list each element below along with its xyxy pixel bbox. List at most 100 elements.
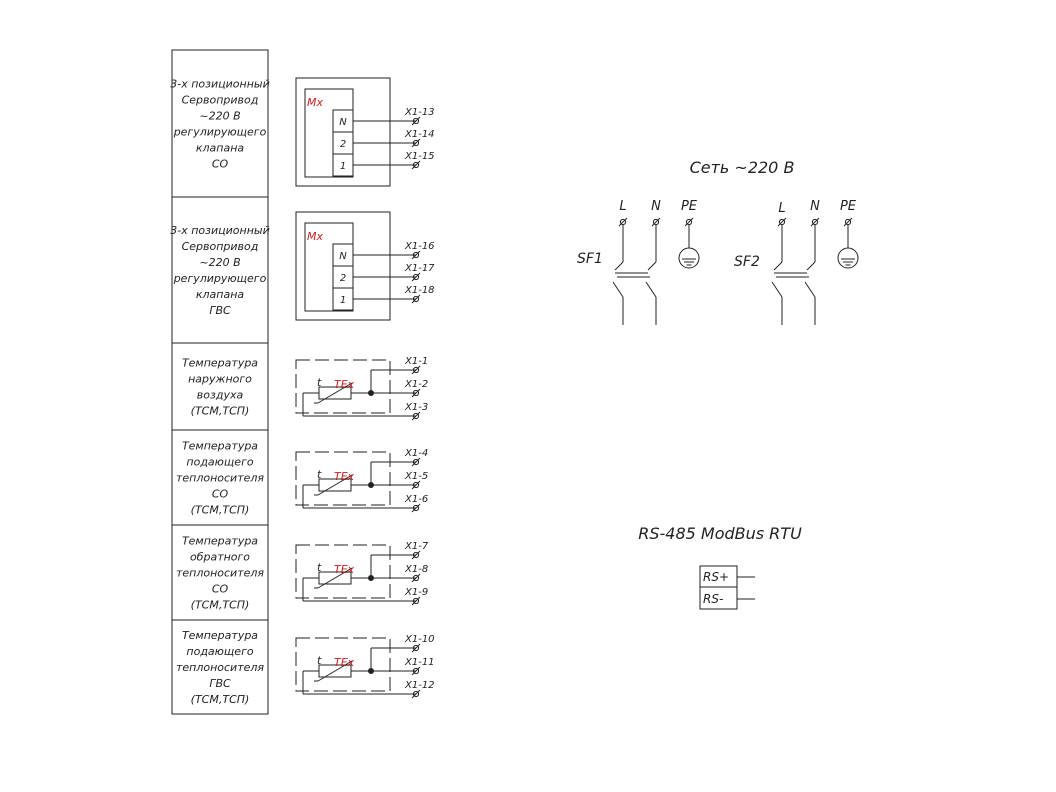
- breaker-name: SF1: [577, 251, 603, 267]
- terminal-label: X1-7: [404, 541, 429, 552]
- terminal-slash: [411, 503, 421, 513]
- terminal-circle: [412, 597, 420, 605]
- terminal-slash: [411, 388, 421, 398]
- earth-circle: [837, 247, 859, 269]
- legend-line: подающего: [186, 645, 253, 658]
- legend-line: регулирующего: [173, 126, 267, 139]
- actuator-outer-frame: [295, 77, 391, 187]
- phase-label: PE: [681, 199, 698, 214]
- terminal-label: X1-2: [404, 379, 428, 390]
- legend-line: СО: [212, 488, 229, 501]
- terminal-label: X1-12: [404, 680, 435, 691]
- terminal-slash: [684, 217, 694, 227]
- terminal-circle: [412, 161, 420, 169]
- terminal-slash: [411, 689, 421, 699]
- legend-border: [171, 49, 269, 715]
- power-title: Сеть ~220 В: [690, 158, 795, 177]
- earth-circle: [678, 247, 700, 269]
- thermistor-slash: [317, 660, 353, 682]
- pole-tip: [806, 261, 816, 271]
- terminal-slash: [810, 217, 820, 227]
- rs485-connector: RS+RS-: [699, 565, 755, 610]
- terminal-label: X1-16: [404, 241, 435, 252]
- sensor-tag: TEx: [334, 563, 355, 576]
- legend-line: ~220 В: [199, 110, 240, 123]
- terminal-slash: [411, 138, 421, 148]
- actuator-pin-label: 2: [340, 273, 346, 284]
- legend-line: 3-х позиционный: [170, 78, 269, 91]
- terminal-slash: [411, 596, 421, 606]
- terminal-label: X1-3: [404, 402, 428, 413]
- legend-line: Температура: [182, 535, 258, 548]
- pole-contact: [771, 281, 783, 298]
- legend-line: ГВС: [209, 304, 231, 317]
- pole-tip: [773, 261, 783, 271]
- legend-line: Температура: [182, 629, 258, 642]
- legend-line: Сервопривод: [182, 240, 259, 253]
- terminal-circle: [412, 690, 420, 698]
- actuator-tag: Mx: [307, 96, 323, 109]
- legend-line: клапана: [196, 288, 245, 301]
- breaker-name: SF2: [734, 254, 760, 270]
- terminal-slash: [411, 480, 421, 490]
- actuator-pin-label: N: [339, 117, 347, 128]
- terminal-label: X1-15: [404, 151, 435, 162]
- actuator-pin-label: 2: [340, 139, 346, 150]
- pole-tip: [614, 261, 624, 271]
- legend-line: ГВС: [209, 677, 231, 690]
- phase-terminal: [652, 218, 660, 226]
- actuator-pin-label: 1: [340, 295, 346, 306]
- legend-row: ТемператураподающеготеплоносителяГВС(ТСМ…: [176, 629, 264, 706]
- phase-label: L: [778, 201, 785, 216]
- thermistor-symbol: t: [317, 376, 322, 389]
- terminal-circle: [412, 412, 420, 420]
- thermistor-symbol: t: [317, 468, 322, 481]
- terminal-slash: [411, 550, 421, 560]
- legend-line: регулирующего: [173, 272, 267, 285]
- legend-line: СО: [212, 158, 229, 171]
- sensor-dashed-frame: [295, 359, 391, 414]
- rs485-title: RS-485 ModBus RTU: [638, 524, 802, 543]
- actuator-pin-label: N: [339, 251, 347, 262]
- terminal-slash: [411, 457, 421, 467]
- pole-tip: [647, 261, 657, 271]
- terminal-circle: [412, 504, 420, 512]
- pole-contact: [612, 281, 624, 298]
- phase-terminal: [811, 218, 819, 226]
- thermistor-slash: [317, 382, 353, 404]
- terminal-circle: [412, 251, 420, 259]
- terminal-label: X1-13: [404, 107, 435, 118]
- terminal-slash: [411, 272, 421, 282]
- phase-label: N: [651, 199, 661, 214]
- legend-line: ~220 В: [199, 256, 240, 269]
- legend-line: обратного: [190, 551, 250, 564]
- terminal-slash: [411, 250, 421, 260]
- legend-line: теплоносителя: [176, 661, 264, 674]
- terminal-label: X1-17: [404, 263, 435, 274]
- terminal-slash: [777, 217, 787, 227]
- legend-line: 3-х позиционный: [170, 224, 269, 237]
- device-diagrams: MxNX1-132X1-141X1-15MxNX1-162X1-171X1-18…: [295, 77, 435, 699]
- terminal-circle: [412, 389, 420, 397]
- thermistor-symbol: t: [317, 561, 322, 574]
- legend-line: СО: [212, 583, 229, 596]
- legend-line: Температура: [182, 357, 258, 370]
- terminal-circle: [412, 667, 420, 675]
- terminal-circle: [412, 117, 420, 125]
- legend-row: ТемператураобратноготеплоносителяСО(ТСМ,…: [176, 535, 264, 612]
- rs485-section: RS-485 ModBus RTU RS+RS-: [638, 524, 802, 610]
- legend-line: подающего: [186, 456, 253, 469]
- terminal-slash: [843, 217, 853, 227]
- terminal-circle: [412, 139, 420, 147]
- actuator-tag: Mx: [307, 230, 323, 243]
